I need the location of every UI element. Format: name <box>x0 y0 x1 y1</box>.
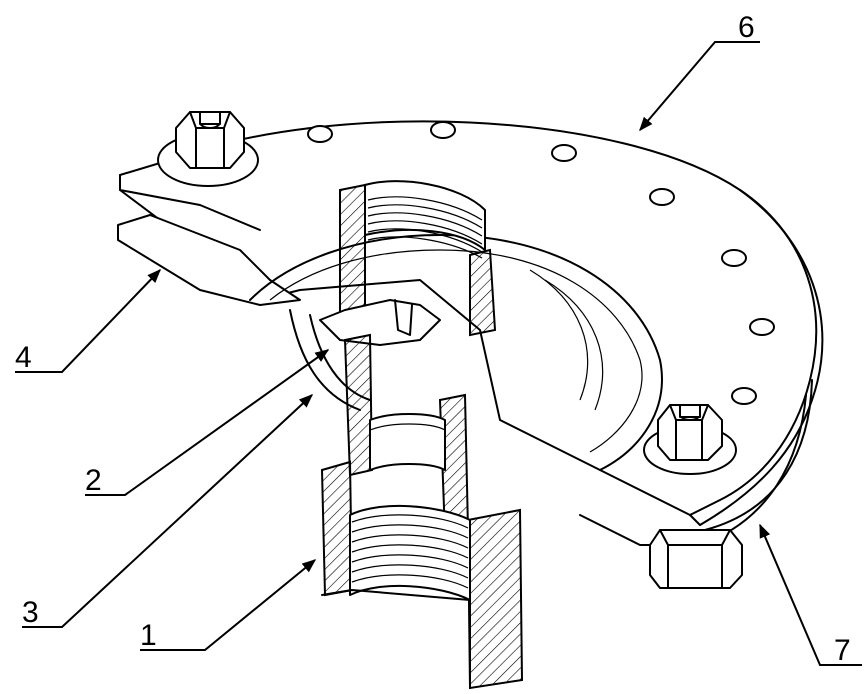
bolt-holes <box>307 121 775 405</box>
label-part-1: 1 <box>140 619 157 652</box>
middle-body <box>343 333 470 537</box>
upper-fitting <box>319 180 497 346</box>
flange-plate <box>117 120 824 546</box>
leader-lines <box>15 41 862 666</box>
label-part-6: 6 <box>738 11 755 44</box>
part-labels: 1 2 3 4 6 7 <box>15 11 851 667</box>
lower-threads <box>351 514 469 589</box>
nut-bottom <box>649 529 743 589</box>
label-part-4: 4 <box>15 341 32 374</box>
label-part-3: 3 <box>22 596 39 629</box>
nut-left <box>157 111 259 187</box>
label-part-7: 7 <box>834 634 851 667</box>
label-part-2: 2 <box>85 464 102 497</box>
upper-threads <box>367 196 483 259</box>
lower-fitting <box>320 460 524 690</box>
nut-right <box>643 404 737 475</box>
